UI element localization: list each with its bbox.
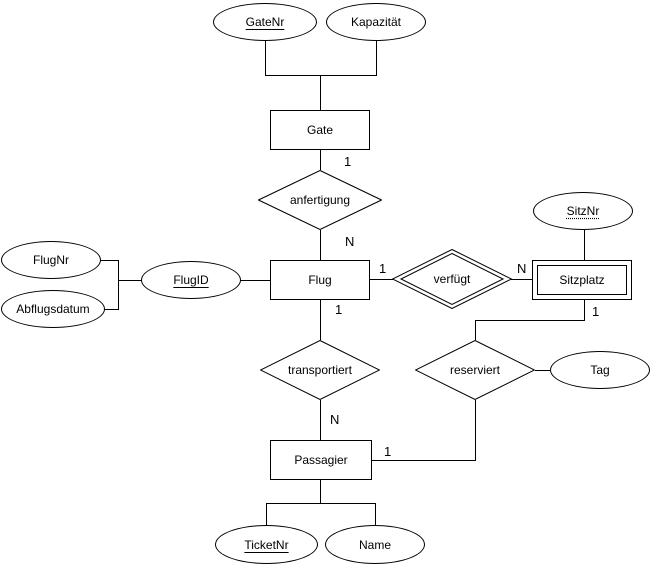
- connector-elbow-to-reserviert: [475, 320, 476, 340]
- cardinality-passagier-reserviert: 1: [384, 444, 392, 459]
- double-diamond-shape: [392, 249, 512, 309]
- entity-sitzplatz-inner-border: Sitzplatz: [537, 265, 627, 295]
- connector-gate-attributes-bar: [265, 75, 377, 76]
- connector-reserviert-tag: [535, 370, 550, 371]
- attribute-kapazitaet: Kapazität: [326, 3, 426, 41]
- connector-verfuegt-sitzplatz: [511, 279, 532, 280]
- cardinality-flug-transportiert: 1: [335, 302, 343, 317]
- cardinality-transportiert-passagier: N: [330, 412, 340, 427]
- relationship-verfuegt: verfügt: [392, 249, 512, 309]
- cardinality-flug-verfuegt: 1: [379, 261, 387, 276]
- connector-reserviert-elbow-down: [475, 400, 476, 460]
- connector-anfertigung-flug: [320, 230, 321, 260]
- attribute-ticketnr: TicketNr: [215, 525, 318, 564]
- connector-flugid-flug: [240, 280, 270, 281]
- attribute-flugid: FlugID: [141, 261, 241, 299]
- entity-flug: Flug: [270, 260, 370, 300]
- connector-bar-to-name: [375, 503, 376, 525]
- connector-sitznr-sitzplatz: [584, 230, 585, 260]
- attribute-flugid-label: FlugID: [173, 273, 209, 287]
- attribute-gatenr-label: GateNr: [245, 15, 285, 29]
- diamond-shape: [415, 340, 535, 400]
- attribute-abflugsdatum: Abflugsdatum: [1, 290, 105, 328]
- connector-passagier-stem: [320, 480, 321, 503]
- connector-flug-attributes-bar: [118, 260, 119, 310]
- entity-sitzplatz-label: Sitzplatz: [559, 273, 605, 287]
- relationship-verfuegt-label: verfügt: [433, 272, 471, 286]
- attribute-tag-label: Tag: [590, 363, 610, 377]
- attribute-kapazitaet-label: Kapazität: [350, 15, 402, 29]
- relationship-reserviert-label: reserviert: [449, 363, 500, 377]
- entity-gate-label: Gate: [306, 123, 333, 137]
- attribute-ticketnr-label: TicketNr: [244, 537, 289, 552]
- attribute-abflugsdatum-label: Abflugsdatum: [16, 302, 90, 316]
- attribute-flugnr-label: FlugNr: [32, 253, 69, 267]
- connector-bar-to-ticketnr: [266, 503, 267, 525]
- connector-flug-transportiert: [320, 300, 321, 340]
- connector-transportiert-passagier: [320, 400, 321, 440]
- relationship-transportiert: transportiert: [260, 340, 380, 400]
- cardinality-verfuegt-sitzplatz: N: [517, 261, 527, 276]
- relationship-reserviert: reserviert: [415, 340, 535, 400]
- entity-passagier: Passagier: [270, 440, 372, 480]
- relationship-transportiert-label: transportiert: [287, 363, 353, 377]
- connector-sitzplatz-elbow-across: [475, 320, 585, 321]
- entity-passagier-label: Passagier: [294, 453, 348, 467]
- entity-sitzplatz: Sitzplatz: [532, 260, 632, 300]
- entity-gate: Gate: [270, 110, 370, 150]
- connector-abflugsdatum-branch: [104, 309, 119, 310]
- attribute-sitznr-label: SitzNr: [566, 204, 600, 218]
- cardinality-sitzplatz-reserviert: 1: [592, 304, 600, 319]
- attribute-flugnr: FlugNr: [1, 241, 101, 279]
- connector-passagier-attributes-bar: [266, 503, 376, 504]
- cardinality-gate-anfertigung: 1: [344, 154, 352, 169]
- diamond-shape: [258, 170, 382, 230]
- connector-flugnr-branch: [100, 260, 119, 261]
- attribute-tag: Tag: [550, 351, 650, 389]
- cardinality-anfertigung-flug: N: [345, 234, 355, 249]
- entity-flug-label: Flug: [308, 273, 332, 287]
- connector-flug-verfuegt: [370, 279, 393, 280]
- connector-attributes-to-gate: [320, 75, 321, 110]
- connector-elbow-to-passagier: [372, 460, 476, 461]
- connector-bar-to-flugid: [118, 280, 142, 281]
- connector-kapazitaet-stem: [376, 41, 377, 75]
- relationship-anfertigung: anfertigung: [258, 170, 382, 230]
- attribute-name: Name: [325, 525, 425, 564]
- connector-gate-anfertigung: [320, 150, 321, 170]
- connector-gatenr-stem: [265, 41, 266, 75]
- attribute-sitznr: SitzNr: [533, 192, 633, 230]
- connector-sitzplatz-elbow-down: [584, 300, 585, 320]
- diamond-shape: [260, 340, 380, 400]
- attribute-name-label: Name: [358, 537, 391, 552]
- attribute-gatenr: GateNr: [213, 3, 317, 41]
- relationship-anfertigung-label: anfertigung: [289, 193, 351, 207]
